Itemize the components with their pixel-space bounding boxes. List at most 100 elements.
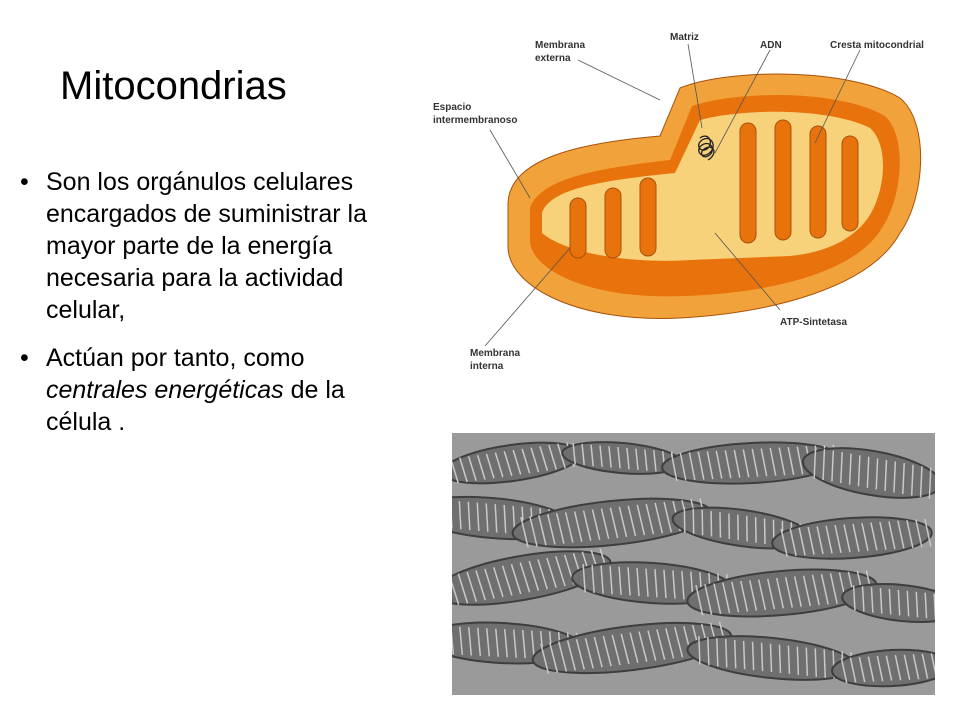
micrograph-crista [745, 515, 748, 542]
micrograph-crista [876, 655, 884, 682]
bullet-list: • Son los orgánulos celulares encargados… [20, 166, 400, 454]
micrograph-crista [731, 581, 740, 613]
micrograph-crista [618, 506, 628, 538]
micrograph-crista [584, 638, 594, 669]
micrograph-crista [813, 447, 817, 479]
micrograph-crista [749, 580, 758, 611]
micrograph-crista [760, 642, 764, 672]
crista-fold [809, 125, 827, 239]
label-membrana-externa-1: Membrana [535, 40, 585, 51]
mitochondrion-diagram: Membrana externa Matriz ADN Cresta mitoc… [433, 32, 924, 372]
micrograph-crista [530, 630, 535, 659]
micrograph-crista [503, 451, 513, 476]
micrograph-crista [921, 653, 929, 679]
micrograph-crista [548, 444, 558, 470]
micrograph-crista [843, 524, 851, 553]
micrograph-crista [602, 635, 612, 667]
micrograph-crista [902, 463, 905, 495]
micrograph-crista [740, 580, 749, 612]
micrograph-crista [796, 646, 800, 675]
micrograph-crista [805, 647, 809, 676]
micrograph-crista [716, 638, 719, 667]
micrograph-crista [894, 655, 902, 681]
micrograph-crista [593, 636, 603, 668]
micrograph-crista [870, 522, 878, 551]
micrograph-crista [823, 649, 826, 678]
micrograph-crista [811, 574, 820, 606]
micrograph-crista [670, 453, 678, 482]
micrograph-crista [840, 452, 843, 484]
micrograph-crista [484, 568, 495, 599]
bullet-item-2: • Actúan por tanto, como centrales energ… [20, 342, 400, 438]
micrograph-crista [763, 518, 766, 544]
micrograph-mitochondrion [686, 635, 858, 681]
micrograph-crista [467, 456, 477, 481]
micrograph-crista [452, 574, 460, 606]
micrograph-crista [796, 446, 804, 475]
micrograph-crista [769, 643, 773, 673]
micrograph-crista [459, 626, 464, 656]
micrograph-crista [467, 501, 471, 531]
micrograph-crista [834, 524, 842, 553]
micrograph-crista [520, 516, 529, 548]
micrograph-crista [733, 449, 741, 478]
micrograph-crista [742, 449, 750, 478]
micrograph-crista [784, 577, 794, 608]
micrograph-crista [663, 501, 673, 533]
micrograph-crista [910, 464, 914, 496]
micrograph-crista [915, 591, 919, 618]
micrograph-crista [452, 626, 455, 655]
micrograph-crista [848, 453, 852, 485]
micrograph-crista [581, 443, 585, 466]
micrograph-crista [751, 448, 759, 477]
micrograph-crista [879, 588, 883, 614]
bullet-marker: • [20, 168, 29, 196]
micrograph-crista [697, 451, 705, 480]
micrograph-crista [654, 569, 658, 598]
micrograph-crista [857, 455, 861, 487]
micrograph-crista [672, 570, 676, 599]
micrograph-crista [870, 587, 874, 613]
matrix-shape [542, 111, 883, 261]
micrograph-crista [679, 452, 687, 481]
micrograph-crista [930, 653, 935, 679]
micrograph-crista [599, 445, 603, 467]
micrograph-crista [707, 637, 710, 666]
micrograph-crista [644, 449, 648, 471]
micrograph-crista [766, 578, 776, 610]
micrograph-crista [852, 585, 856, 611]
micrograph-crista [888, 521, 896, 550]
micrograph-crista [924, 518, 932, 547]
micrograph-crista [493, 567, 504, 598]
micrograph-crista [692, 508, 695, 534]
micrograph-mitochondrion [771, 516, 933, 560]
micrograph-image [452, 433, 935, 695]
micrograph-crista [820, 573, 829, 605]
micrograph-crista [575, 639, 585, 670]
micrograph-crista [858, 656, 866, 683]
micrograph-crista [875, 458, 879, 490]
micrograph-crista [547, 514, 556, 545]
micrograph-crista [710, 510, 713, 537]
micrograph-crista [538, 515, 547, 546]
micrograph-crista [665, 628, 675, 659]
label-atp: ATP-Sintetasa [780, 317, 847, 328]
micrograph-crista [590, 444, 594, 467]
micrograph-crista [557, 443, 566, 469]
micrograph-crista [724, 639, 728, 668]
crista-fold [569, 197, 587, 259]
micrograph-crista [546, 557, 557, 588]
micrograph-crista [549, 642, 559, 673]
micrograph-crista [861, 523, 869, 552]
bullet-text-before: Actúan por tanto, como [46, 344, 305, 372]
micrograph-crista [897, 589, 901, 616]
micrograph-crista [701, 509, 704, 536]
micrograph-crista [452, 458, 460, 484]
micrograph-crista [695, 584, 704, 616]
micrograph-crista [626, 447, 630, 470]
micrograph-crista [719, 512, 722, 538]
micrograph-crista [501, 565, 513, 596]
label-membrana-externa-2: externa [535, 53, 571, 64]
micrograph-crista [654, 502, 664, 534]
micrograph-crista [780, 528, 788, 557]
